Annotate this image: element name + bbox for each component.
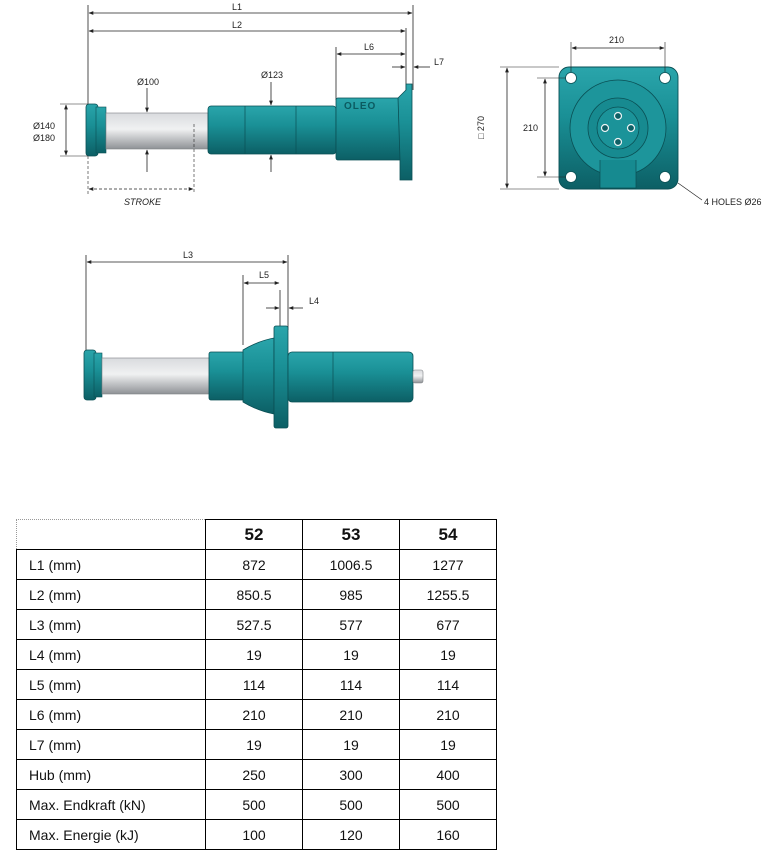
cylinder-tube: [207, 105, 337, 155]
column-header: 54: [399, 519, 497, 550]
dimension-label-l3: L3: [183, 250, 193, 260]
row-label: L1 (mm): [16, 549, 206, 580]
technical-drawing: L1 L2 L6 L7 OLEO Ø100 Ø123 Ø140 Ø180: [33, 2, 762, 429]
row-label: L4 (mm): [16, 639, 206, 670]
table-row: L2 (mm) 850.5 985 1255.5: [16, 579, 497, 610]
table-cell: 19: [205, 639, 303, 670]
table-cell: 114: [205, 669, 303, 700]
table-cell: 527.5: [205, 609, 303, 640]
table-cell: 210: [399, 699, 497, 730]
dimension-label-l6: L6: [364, 42, 374, 52]
brand-mark: OLEO: [344, 101, 376, 112]
dimension-label-stroke: STROKE: [124, 197, 162, 207]
dimension-label-210-vertical: 210: [523, 123, 538, 133]
dimension-label-210-horizontal: 210: [609, 35, 624, 45]
table-cell: 1006.5: [302, 549, 400, 580]
mounting-hole: [565, 171, 577, 183]
table-cell: 120: [302, 819, 400, 850]
mounting-hole: [659, 171, 671, 183]
table-row: Max. Energie (kJ) 100 120 160: [16, 819, 497, 850]
table-cell: 19: [399, 639, 497, 670]
mounting-hole: [565, 72, 577, 84]
row-label: L2 (mm): [16, 579, 206, 610]
table-row: Hub (mm) 250 300 400: [16, 759, 497, 790]
table-cell: 500: [302, 789, 400, 820]
dimension-label-270: □ 270: [476, 116, 486, 139]
table-corner-cell: [16, 519, 206, 550]
row-label: Hub (mm): [16, 759, 206, 790]
table-cell: 19: [302, 639, 400, 670]
table-cell: 677: [399, 609, 497, 640]
table-cell: 985: [302, 579, 400, 610]
row-label: Max. Energie (kJ): [16, 819, 206, 850]
dimension-label-d180: Ø180: [33, 133, 55, 143]
table-cell: 210: [205, 699, 303, 730]
piston-rod: [105, 112, 209, 150]
dimension-label-l5: L5: [259, 270, 269, 280]
table-cell: 250: [205, 759, 303, 790]
table-row: L1 (mm) 872 1006.5 1277: [16, 549, 497, 580]
table-cell: 300: [302, 759, 400, 790]
dimension-label-l1: L1: [232, 2, 242, 12]
row-label: L5 (mm): [16, 669, 206, 700]
row-label: L3 (mm): [16, 609, 206, 640]
table-cell: 1255.5: [399, 579, 497, 610]
row-label: L6 (mm): [16, 699, 206, 730]
end-view: 210 210 □ 270 4 HOLES Ø26: [476, 35, 762, 207]
table-row: Max. Endkraft (kN) 500 500 500: [16, 789, 497, 820]
side-view-bottom: L3 L5 L4: [83, 250, 424, 429]
table-cell: 500: [399, 789, 497, 820]
mounting-flange: [397, 83, 413, 181]
table-row: L6 (mm) 210 210 210: [16, 699, 497, 730]
table-cell: 872: [205, 549, 303, 580]
dimension-label-l7: L7: [434, 57, 444, 67]
dimension-label-d100: Ø100: [137, 77, 159, 87]
table-cell: 114: [302, 669, 400, 700]
table-cell: 19: [205, 729, 303, 760]
piston-rod-lower: [101, 357, 211, 395]
dimension-label-d123: Ø123: [261, 70, 283, 80]
table-cell: 160: [399, 819, 497, 850]
cylinder-tube-lower: [287, 351, 414, 403]
table-cell: 500: [205, 789, 303, 820]
dimension-label-d140: Ø140: [33, 121, 55, 131]
table-cell: 114: [399, 669, 497, 700]
table-cell: 1277: [399, 549, 497, 580]
table-cell: 577: [302, 609, 400, 640]
table-cell: 19: [399, 729, 497, 760]
table-row: L7 (mm) 19 19 19: [16, 729, 497, 760]
row-label: L7 (mm): [16, 729, 206, 760]
column-header: 52: [205, 519, 303, 550]
table-cell: 100: [205, 819, 303, 850]
column-header: 53: [302, 519, 400, 550]
table-row: L3 (mm) 527.5 577 677: [16, 609, 497, 640]
side-view-top: L1 L2 L6 L7 OLEO Ø100 Ø123 Ø140 Ø180: [33, 2, 444, 207]
row-label: Max. Endkraft (kN): [16, 789, 206, 820]
specifications-table: 52 53 54 L1 (mm) 872 1006.5 1277 L2 (mm)…: [16, 519, 497, 850]
table-cell: 400: [399, 759, 497, 790]
table-cell: 850.5: [205, 579, 303, 610]
mounting-flange-lower: [273, 325, 289, 429]
holes-callout: 4 HOLES Ø26: [704, 197, 762, 207]
dimension-label-l2: L2: [232, 20, 242, 30]
table-cell: 19: [302, 729, 400, 760]
table-row: L5 (mm) 114 114 114: [16, 669, 497, 700]
table-header-row: 52 53 54: [16, 519, 497, 550]
table-row: L4 (mm) 19 19 19: [16, 639, 497, 670]
dimension-label-l4: L4: [309, 296, 319, 306]
table-cell: 210: [302, 699, 400, 730]
mounting-hole: [659, 72, 671, 84]
